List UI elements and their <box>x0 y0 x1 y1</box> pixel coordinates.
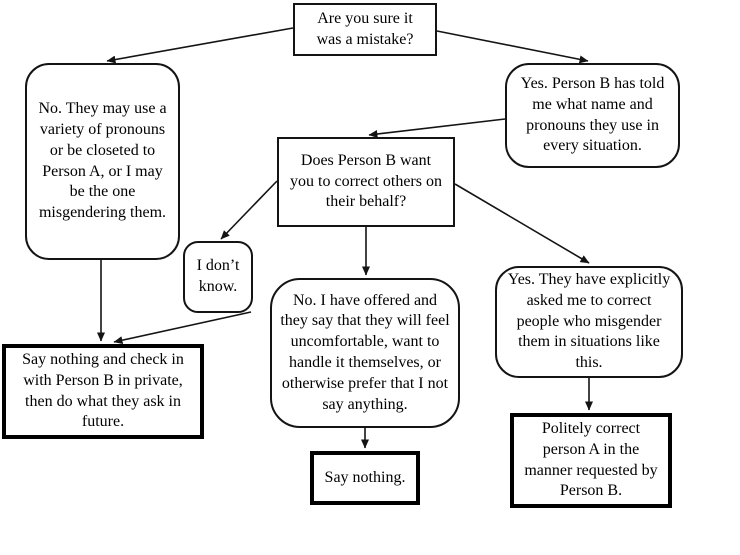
node-action-say-nothing: Say nothing. <box>310 451 420 505</box>
arrow-yes-branch-to-does-q <box>368 118 506 138</box>
arrow-does-q-to-yes-explicit <box>454 183 590 264</box>
node-yes-explicitly-asked: Yes. They have explicitly asked me to co… <box>495 266 683 378</box>
arrow-idk-to-say-check <box>113 311 252 345</box>
arrow-root-to-yes-branch <box>436 30 589 64</box>
node-action-politely-correct: Politely correct person A in the manner … <box>510 413 672 508</box>
node-i-dont-know: I don’t know. <box>183 241 253 313</box>
node-are-you-sure-question: Are you sure it was a mistake? <box>293 3 437 56</box>
node-no-i-have-offered: No. I have offered and they say that the… <box>270 278 460 428</box>
node-action-say-nothing-check-in: Say nothing and check in with Person B i… <box>2 344 204 439</box>
node-does-person-b-want-question: Does Person B want you to correct others… <box>277 137 455 227</box>
arrow-does-q-to-idk <box>220 180 278 240</box>
node-no-variety-of-pronouns: No. They may use a variety of pronouns o… <box>25 63 180 260</box>
node-yes-person-b-told-me: Yes. Person B has told me what name and … <box>505 63 680 168</box>
arrow-root-to-no-branch <box>106 27 294 64</box>
